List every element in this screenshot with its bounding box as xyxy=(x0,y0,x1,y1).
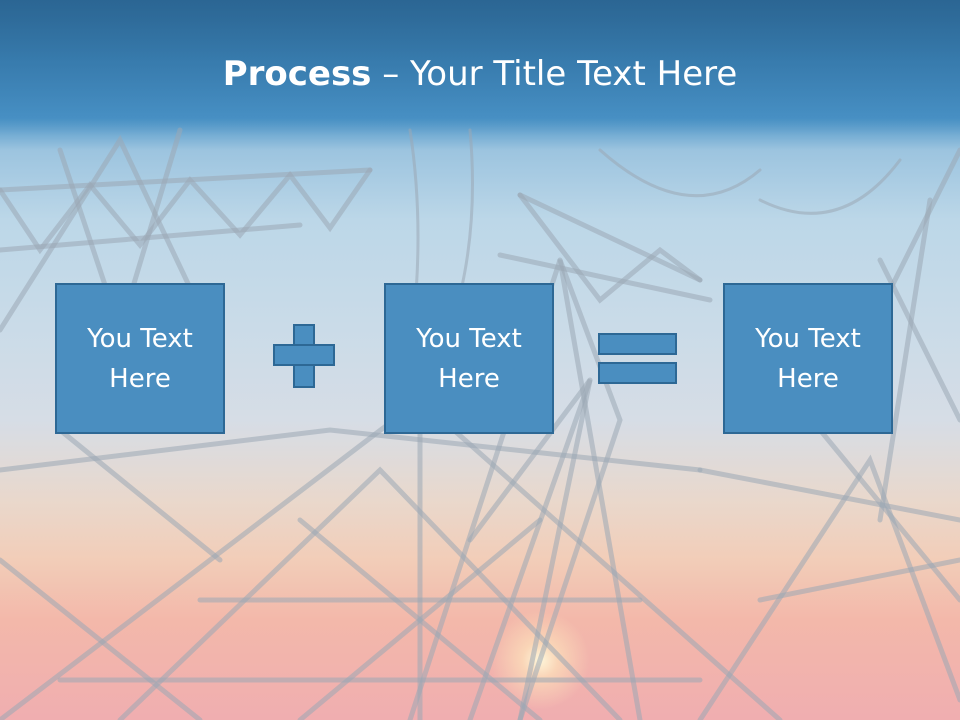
process-box-1-text: You Text Here xyxy=(70,319,210,399)
process-box-2-line1: You Text xyxy=(416,323,522,354)
process-box-1[interactable]: You Text Here xyxy=(55,283,225,434)
slide-title: Process – Your Title Text Here xyxy=(0,52,960,96)
process-box-3[interactable]: You Text Here xyxy=(723,283,893,434)
process-box-2-line2: Here xyxy=(438,363,500,394)
equals-icon-top-bar xyxy=(598,333,677,355)
title-bold: Process xyxy=(222,54,372,94)
process-box-3-text: You Text Here xyxy=(738,319,878,399)
process-box-2[interactable]: You Text Here xyxy=(384,283,554,434)
process-box-1-line1: You Text xyxy=(87,323,193,354)
plus-icon-center xyxy=(295,346,313,364)
title-banner xyxy=(0,0,960,135)
process-box-3-line1: You Text xyxy=(755,323,861,354)
equals-icon-bottom-bar xyxy=(598,362,677,384)
title-rest: – Your Title Text Here xyxy=(371,54,738,94)
process-box-3-line2: Here xyxy=(777,363,839,394)
process-box-1-line2: Here xyxy=(109,363,171,394)
process-box-2-text: You Text Here xyxy=(399,319,539,399)
